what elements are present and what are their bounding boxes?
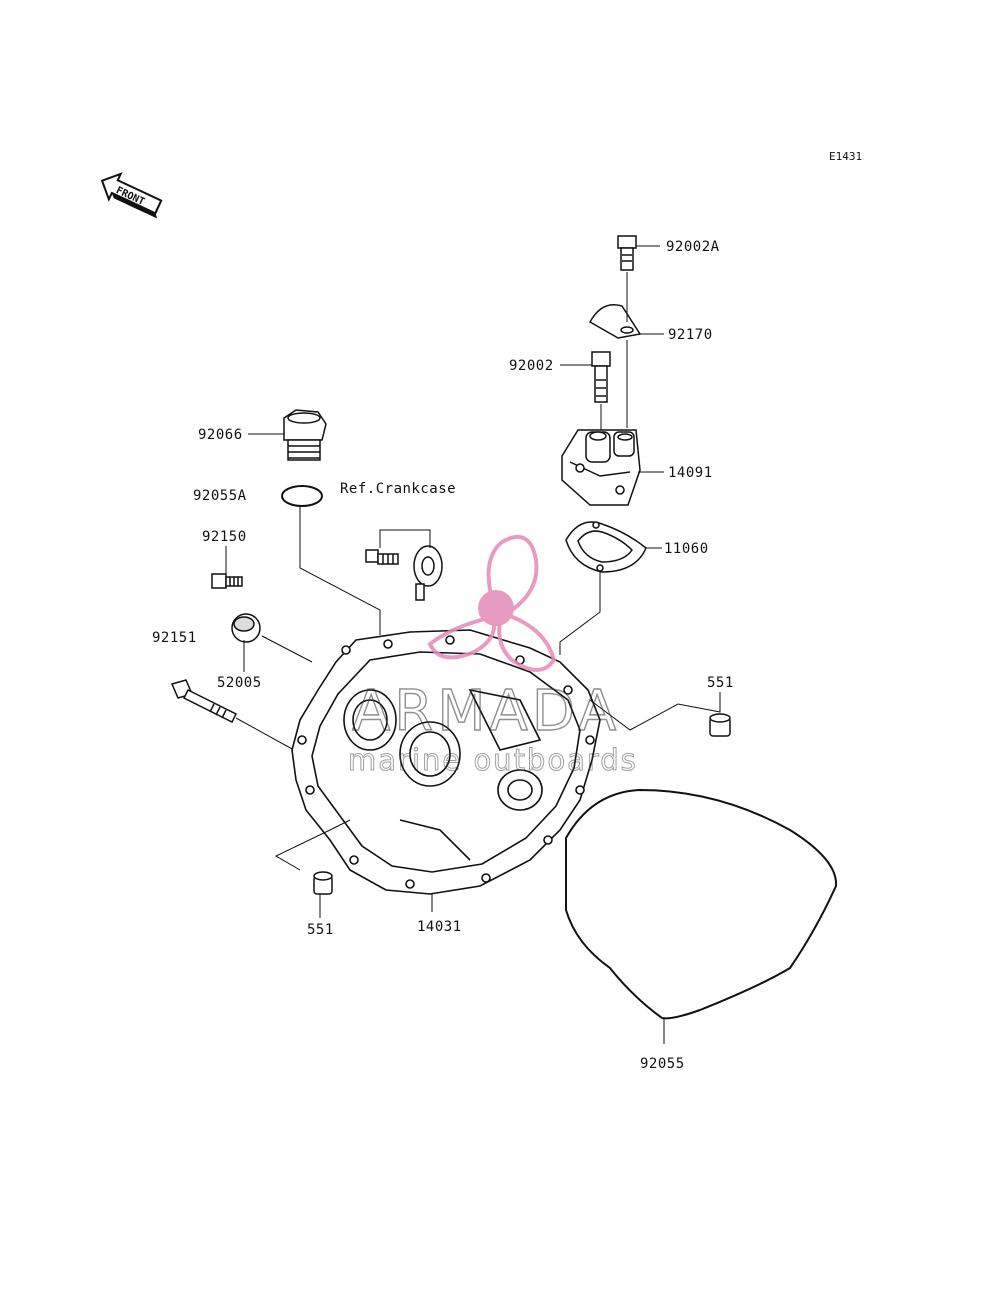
- front-arrow-icon: FRONT: [100, 172, 163, 219]
- watermark-tagline: marine outboards: [348, 743, 638, 777]
- label-92170: 92170: [668, 327, 713, 343]
- dowel-551-right: [709, 713, 731, 737]
- label-92150: 92150: [202, 529, 247, 545]
- label-92055a: 92055A: [193, 488, 247, 504]
- clamp-92170: [588, 304, 642, 339]
- label-52005: 52005: [217, 675, 262, 691]
- label-92066: 92066: [198, 427, 243, 443]
- bolt-92151: [170, 679, 238, 724]
- bolt-92150: [211, 573, 243, 589]
- label-14031: 14031: [417, 919, 462, 935]
- cap-52005: [231, 613, 261, 643]
- ref-note: Ref.Crankcase: [340, 481, 456, 497]
- gasket-92055: [565, 788, 838, 1020]
- bolt-washer-small: [365, 545, 443, 601]
- filler-cap-92066: [283, 409, 327, 461]
- label-14091: 14091: [668, 465, 713, 481]
- bolt-92002a: [617, 235, 637, 271]
- label-92002a: 92002A: [666, 239, 720, 255]
- label-92151: 92151: [152, 630, 197, 646]
- label-551-right: 551: [707, 675, 734, 691]
- watermark-brand: ARMADA: [352, 679, 620, 744]
- o-ring-92055a: [281, 485, 323, 507]
- cover-14031: [291, 629, 601, 895]
- diagram-code: E1431: [829, 150, 862, 163]
- label-11060: 11060: [664, 541, 709, 557]
- housing-14091: [561, 429, 641, 506]
- armada-propeller-logo: [427, 535, 557, 672]
- label-551-left: 551: [307, 922, 334, 938]
- gasket-11060: [565, 521, 647, 573]
- label-92055: 92055: [640, 1056, 685, 1072]
- bolt-92002: [591, 351, 611, 403]
- label-92002: 92002: [509, 358, 554, 374]
- dowel-551-left: [313, 871, 333, 895]
